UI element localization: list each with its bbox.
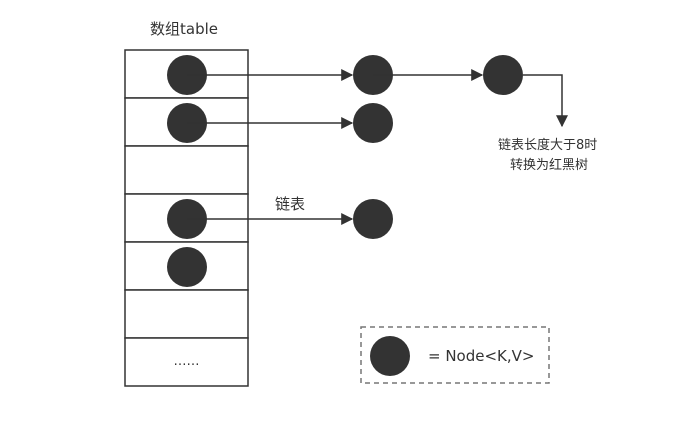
bucket-cell <box>124 337 249 387</box>
bucket-array: …… <box>124 49 249 387</box>
bucket-cell <box>124 289 249 339</box>
chain-node <box>483 55 523 95</box>
ellipsis-text: …… <box>174 354 200 369</box>
treeify-note-line-2: 转换为红黑树 <box>510 158 589 173</box>
legend-node-icon <box>370 336 410 376</box>
bucket-node <box>167 247 207 287</box>
chain-node <box>353 199 393 239</box>
legend-text: = Node<K,V> <box>428 347 535 365</box>
legend <box>360 326 550 384</box>
legend-border <box>360 326 550 384</box>
chain-label: 链表 <box>275 195 306 213</box>
chain-node <box>353 103 393 143</box>
treeify-arrow <box>523 74 568 128</box>
chains <box>187 55 568 239</box>
treeify-note-line-1: 链表长度大于8时 <box>498 138 598 153</box>
bucket-cell <box>124 145 249 195</box>
array-title: 数组table <box>150 20 218 38</box>
